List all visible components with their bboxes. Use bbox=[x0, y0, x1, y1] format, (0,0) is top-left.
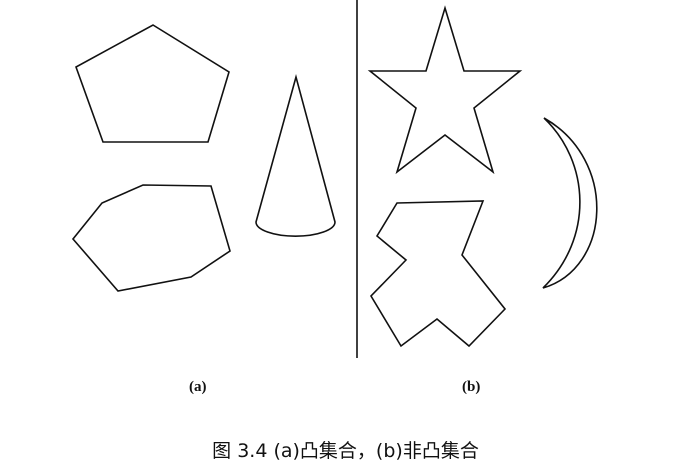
panel-a-label: (a) bbox=[189, 379, 207, 395]
pentagon-shape bbox=[75, 24, 230, 143]
panel-b-nonconvex-shapes bbox=[367, 5, 598, 348]
panel-b-label: (b) bbox=[462, 379, 481, 395]
hexagon-shape bbox=[71, 184, 231, 292]
cone-shape bbox=[255, 73, 336, 237]
figure-caption: 图 3.4 (a)凸集合，(b)非凸集合 bbox=[212, 440, 479, 462]
panel-a-convex-shapes bbox=[71, 24, 336, 292]
crescent-shape bbox=[542, 117, 598, 289]
cross-shape bbox=[369, 200, 507, 348]
star-shape bbox=[367, 5, 523, 175]
